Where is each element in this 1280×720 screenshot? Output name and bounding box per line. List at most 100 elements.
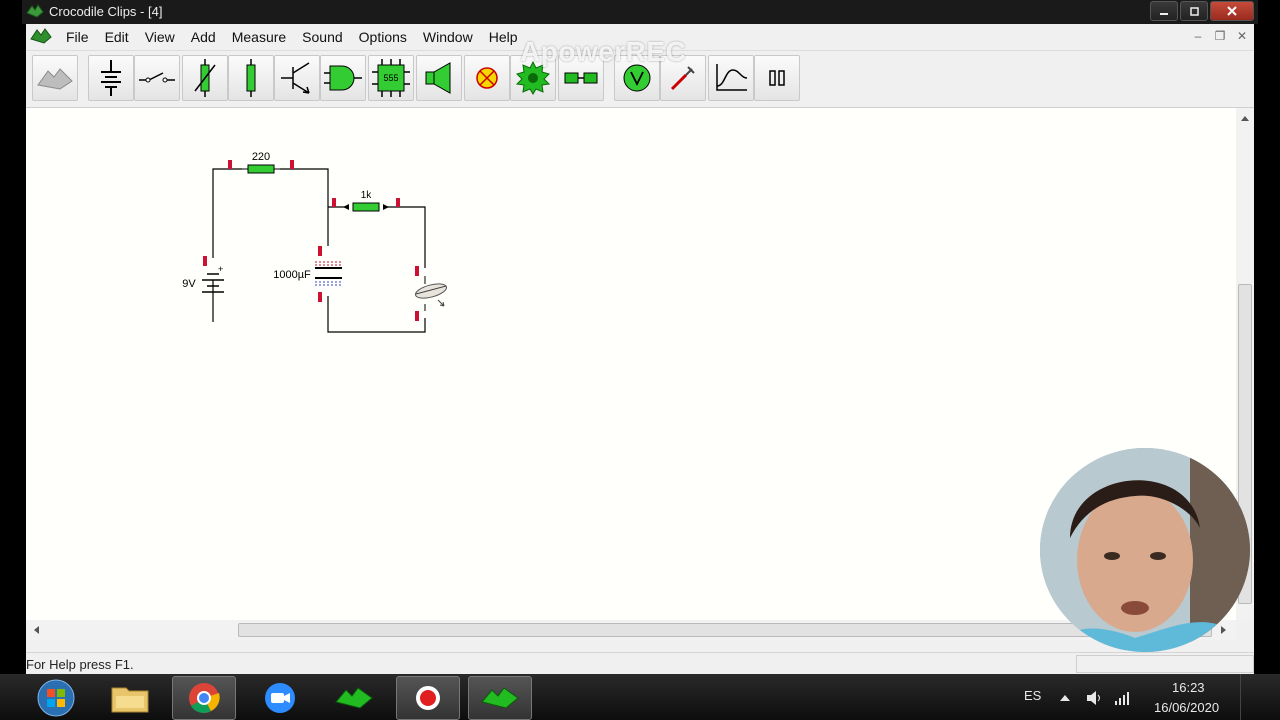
menu-bar: File Edit View Add Measure Sound Options… (26, 24, 1254, 51)
resistor-220[interactable]: 220 (228, 151, 294, 174)
crocodile-logo-button[interactable] (32, 55, 78, 101)
menu-add[interactable]: Add (190, 29, 216, 45)
switch-button[interactable] (134, 55, 180, 101)
resistor-icon (246, 59, 256, 97)
recorder-watermark: ApowerREC (520, 36, 686, 68)
capacitor-label: 1000µF (273, 269, 311, 281)
circuit-diagram: 220 1k + 9V 1000µF (182, 151, 448, 333)
taskbar-crocodile-clips-active[interactable] (468, 676, 532, 720)
menu-edit[interactable]: Edit (104, 29, 129, 45)
webcam-person-image (1040, 448, 1250, 652)
crocodile-menu-icon[interactable] (30, 27, 52, 48)
resistor-1k[interactable]: 1k (332, 190, 400, 212)
variable-resistor-icon (194, 59, 216, 97)
resistor-button[interactable] (228, 55, 274, 101)
network-icon[interactable] (1114, 690, 1130, 706)
title-bar: Crocodile Clips - [4] (22, 0, 1258, 24)
status-text: For Help press F1. (26, 657, 134, 672)
minimize-icon (1160, 13, 1168, 15)
transistor-button[interactable] (274, 55, 320, 101)
battery-9v[interactable]: + 9V (182, 256, 224, 293)
start-orb-icon (37, 679, 75, 717)
gear-icon (515, 60, 551, 95)
file-explorer-icon (111, 687, 149, 713)
led-component[interactable] (414, 266, 448, 321)
toolbar: 555 (26, 51, 1254, 108)
lamp-button[interactable] (464, 55, 510, 101)
mdi-restore-button[interactable]: ❐ (1214, 29, 1226, 43)
minimize-button[interactable] (1150, 1, 1178, 21)
taskbar-apowerrec[interactable] (396, 676, 460, 720)
taskbar-crocodile-clips[interactable] (322, 676, 386, 720)
logic-gate-button[interactable] (320, 55, 366, 101)
power-supply-icon (101, 60, 121, 96)
graph-button[interactable] (708, 55, 754, 101)
menu-window[interactable]: Window (422, 29, 473, 45)
lamp-icon (476, 67, 498, 89)
close-button[interactable] (1210, 1, 1254, 21)
ic-555-label: 555 (383, 73, 398, 83)
restore-icon (1190, 7, 1199, 16)
voltmeter-button[interactable] (614, 55, 660, 101)
variable-resistor-button[interactable] (182, 55, 228, 101)
ic-555-button[interactable]: 555 (368, 55, 414, 101)
restore-button[interactable] (1180, 1, 1208, 21)
crocodile-logo-icon (37, 68, 73, 90)
mdi-close-button[interactable]: ✕ (1236, 29, 1248, 43)
pause-button[interactable] (754, 55, 800, 101)
taskbar-chrome[interactable] (172, 676, 236, 720)
ic-555-icon: 555 (372, 59, 410, 97)
gear-button[interactable] (510, 55, 556, 101)
crocodile-app-icon (26, 3, 44, 22)
menu-help[interactable]: Help (488, 29, 518, 45)
logic-gate-icon (324, 65, 362, 91)
chrome-icon (189, 683, 220, 713)
wires (212, 168, 426, 333)
zoom-icon (265, 683, 295, 713)
webcam-overlay (1040, 448, 1250, 652)
mdi-minimize-button[interactable]: – (1194, 29, 1202, 43)
show-desktop-button[interactable] (1240, 674, 1280, 720)
scroll-left-icon[interactable] (30, 621, 44, 639)
probe-button[interactable] (660, 55, 706, 101)
connector-icon (564, 72, 598, 84)
menu-options[interactable]: Options (358, 29, 407, 45)
show-hidden-icons-icon[interactable] (1060, 694, 1070, 702)
horizontal-scrollbar[interactable] (26, 620, 1236, 640)
voltmeter-icon (623, 64, 651, 92)
resistor-1k-label: 1k (361, 190, 373, 201)
speaker-icon (425, 62, 451, 94)
transistor-icon (281, 62, 310, 94)
clock-time[interactable]: 16:23 (1172, 680, 1205, 695)
menu-sound[interactable]: Sound (302, 29, 343, 45)
scroll-up-icon[interactable] (1236, 112, 1254, 126)
resistor-220-label: 220 (252, 151, 270, 163)
graph-icon (716, 64, 748, 91)
close-icon (1227, 6, 1237, 16)
pause-icon (769, 70, 785, 86)
speaker-button[interactable] (416, 55, 462, 101)
connector-button[interactable] (558, 55, 604, 101)
watermark-text: ApowerREC (520, 36, 687, 67)
crocodile-clips-active-icon (481, 687, 519, 709)
capacitor-1000uf[interactable]: 1000µF (273, 246, 342, 302)
scroll-right-icon[interactable] (1216, 621, 1230, 639)
switch-icon (139, 72, 175, 83)
horizontal-scroll-thumb[interactable] (238, 623, 1212, 637)
menu-measure[interactable]: Measure (231, 29, 287, 45)
svg-text:+: + (218, 264, 223, 274)
language-indicator[interactable]: ES (1024, 688, 1042, 703)
clock-date[interactable]: 16/06/2020 (1154, 700, 1220, 715)
apowerrec-icon (416, 686, 440, 710)
probe-icon (670, 66, 695, 91)
taskbar: ES 16:23 16/06/2020 (0, 674, 1280, 720)
menu-view[interactable]: View (144, 29, 175, 45)
taskbar-zoom[interactable] (248, 676, 312, 720)
volume-icon[interactable] (1086, 690, 1104, 706)
status-panel (1076, 655, 1254, 673)
circuit-canvas[interactable]: 220 1k + 9V 1000µF (26, 108, 1236, 620)
menu-file[interactable]: File (66, 29, 89, 45)
power-supply-button[interactable] (88, 55, 134, 101)
taskbar-file-explorer[interactable] (98, 676, 162, 720)
start-button[interactable] (24, 676, 88, 720)
